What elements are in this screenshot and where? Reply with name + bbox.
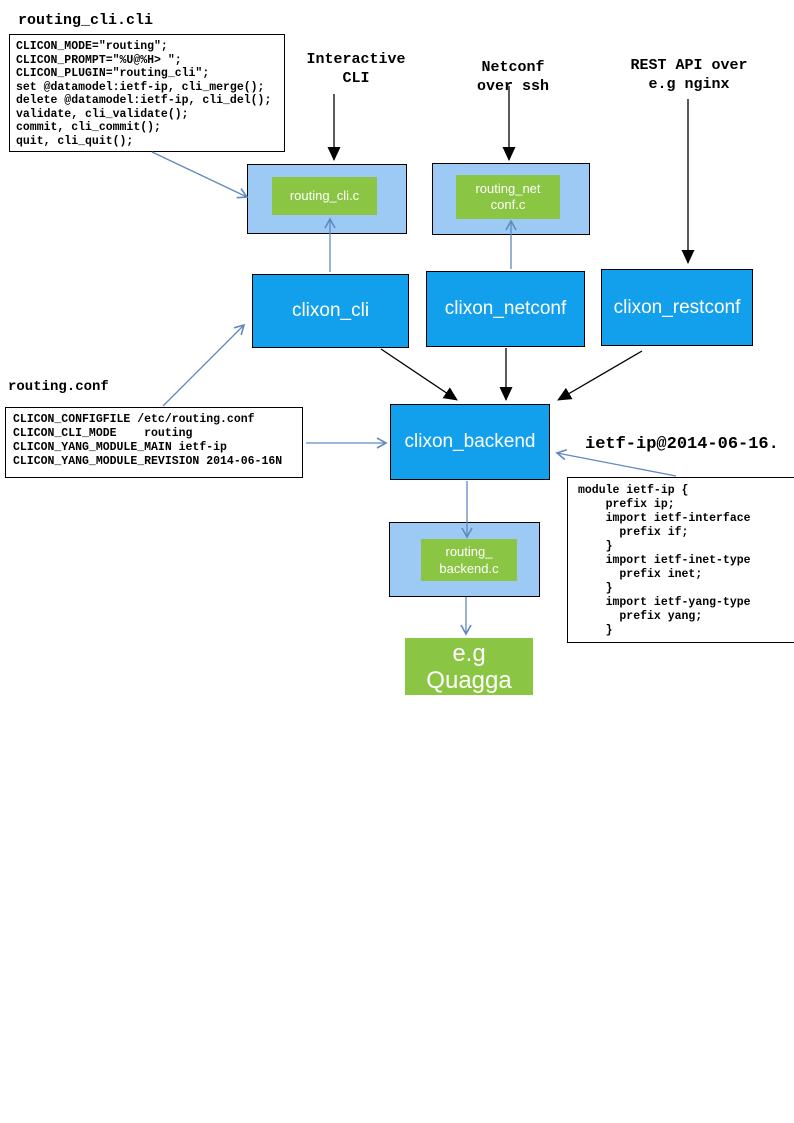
routing-backend-plugin-box: routing_ backend.c [421, 539, 517, 581]
routing-cli-file-title: routing_cli.cli [18, 12, 154, 29]
arrow-cli-to-backend [380, 348, 458, 401]
clixon-cli-box: clixon_cli [252, 274, 409, 348]
clixon-restconf-box: clixon_restconf [601, 269, 753, 346]
arrow-restconf-to-backend [557, 350, 643, 401]
clixon-backend-box: clixon_backend [390, 404, 550, 480]
routing-cli-plugin-box: routing_cli.c [272, 177, 377, 215]
interactive-cli-label: Interactive CLI [306, 51, 406, 87]
routing-conf-code-box: CLICON_CONFIGFILE /etc/routing.conf CLIC… [5, 407, 303, 478]
arrow-clifile-to-cli-plugin [151, 151, 249, 199]
routing-conf-file-title: routing.conf [8, 379, 109, 395]
routing-cli-code-box: CLICON_MODE="routing"; CLICON_PROMPT="%U… [9, 34, 285, 152]
yang-module-code-box: module ietf-ip { prefix ip; import ietf-… [567, 477, 794, 643]
routing-netconf-plugin-box: routing_net conf.c [456, 175, 560, 219]
arrow-conf-to-clixoncli [162, 323, 246, 407]
netconf-over-ssh-label: Netconf over ssh [476, 59, 549, 95]
clixon-netconf-box: clixon_netconf [426, 271, 585, 347]
yang-file-title: ietf-ip@2014-06-16. [585, 435, 779, 454]
rest-api-label: REST API over e.g nginx [630, 57, 748, 93]
quagga-box: e.g Quagga [405, 638, 533, 695]
arrow-yang-to-backend [555, 449, 677, 477]
